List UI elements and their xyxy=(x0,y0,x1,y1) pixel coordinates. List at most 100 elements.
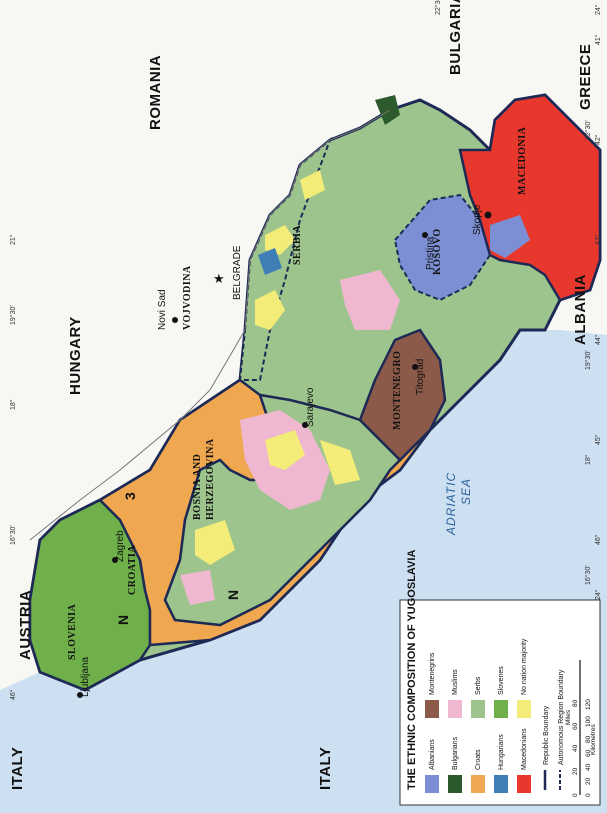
label-bosnia-1: BOSNIA AND xyxy=(192,454,203,520)
label-sea: SEA xyxy=(459,478,473,505)
coord-bottom-1: 22°30' xyxy=(584,120,592,140)
scale-miles-2: 40 xyxy=(572,744,579,752)
legend-bulgarians: Bulgarians xyxy=(452,736,459,770)
legend-no-majority: No nation majority xyxy=(521,638,528,695)
scale-km-5: 100 xyxy=(585,716,592,727)
top-coordinates: 24° 22°30' 21° 19°30' 18° 16°30' xyxy=(9,0,602,545)
city-dot-ljubljana xyxy=(77,692,83,698)
romania-border xyxy=(244,109,391,331)
city-dot-sarajevo xyxy=(302,422,308,428)
legend-left-column: Albanians Bulgarians Croats Hungarians M… xyxy=(425,728,531,793)
hungarians-swatch xyxy=(494,775,508,793)
label-croatia: CROATIA xyxy=(127,545,138,595)
annotation-n-croatia: N xyxy=(115,615,131,625)
label-novi-sad: Novi Sad xyxy=(157,289,168,330)
coord-bottom-0: 24° xyxy=(594,589,602,600)
scale-miles-label: Miles xyxy=(565,709,572,725)
coord-bottom-2: 19°30' xyxy=(584,350,592,370)
label-romania: ROMANIA xyxy=(147,55,164,130)
label-slovenia: SLOVENIA xyxy=(67,603,78,660)
label-bulgaria: BULGARIA xyxy=(447,0,464,75)
label-italy-north: ITALY xyxy=(9,747,26,790)
label-albania: ALBANIA xyxy=(572,274,589,345)
coord-top-1: 22°30' xyxy=(434,0,442,15)
coord-top-2: 21° xyxy=(9,234,17,245)
label-vojvodina: VOJVODINA xyxy=(182,265,193,330)
scale-km-3: 60 xyxy=(585,749,592,757)
coord-right-0: 41° xyxy=(594,34,602,45)
serbia-muslim-patch xyxy=(340,270,400,330)
hungary-border xyxy=(29,329,246,541)
legend-right-column: Montenegrins Muslims Serbs Slovenes No n… xyxy=(425,638,531,718)
coord-top-4: 18° xyxy=(9,399,17,410)
legend-autonomous-boundary: Autonomous Region Boundary xyxy=(558,669,565,765)
serbs-swatch xyxy=(471,700,485,718)
label-kosovo: KOSOVO xyxy=(432,228,443,275)
scale-miles-0: 0 xyxy=(572,793,579,797)
city-dot-pristina xyxy=(422,232,428,238)
bosnia-yellow-3 xyxy=(320,440,360,485)
hungarian-patch xyxy=(258,248,282,275)
legend-macedonians: Macedonians xyxy=(521,728,528,770)
legend-serbs: Serbs xyxy=(475,676,482,695)
coord-right-2: 43° xyxy=(594,234,602,245)
label-belgrade: BELGRADE xyxy=(232,245,243,300)
label-sarajevo: Sarajevo xyxy=(305,387,316,427)
albanians-swatch xyxy=(425,775,439,793)
legend: THE ETHNIC COMPOSITION OF YUGOSLAVIA Alb… xyxy=(399,550,601,806)
label-montenegro: MONTENEGRO xyxy=(392,351,403,430)
label-serbia: SERBIA xyxy=(292,224,303,265)
bosnia-yellow-1 xyxy=(265,430,305,470)
legend-montenegrins: Montenegrins xyxy=(429,652,436,695)
label-skopje: Skopje xyxy=(472,204,483,235)
legend-albanians: Albanians xyxy=(429,739,436,770)
belgrade-star-icon: ★ xyxy=(213,271,225,286)
bulgarians-swatch xyxy=(448,775,462,793)
slovenes-swatch xyxy=(494,700,508,718)
bosnia-yellow-2 xyxy=(195,520,235,565)
scale-km-label: Kilometres xyxy=(590,724,597,755)
bulgarian-patch xyxy=(375,95,400,125)
legend-republic-boundary: Republic Boundary xyxy=(543,705,550,765)
label-pristina: Pristina xyxy=(425,236,436,270)
scale-miles-1: 20 xyxy=(572,767,579,775)
coord-right-5: 46° xyxy=(594,534,602,545)
coord-right-1: 42° xyxy=(594,134,602,145)
scale-km-1: 20 xyxy=(585,777,592,785)
label-zagreb: Zagreb xyxy=(115,530,126,562)
right-coordinates: 41° 42° 43° 44° 45° 46° xyxy=(594,34,602,545)
label-austria: AUSTRIA xyxy=(17,590,34,660)
legend-slovenes: Slovenes xyxy=(498,666,505,695)
scale-km-2: 40 xyxy=(585,763,592,771)
coord-top-5: 16°30' xyxy=(9,525,17,545)
scale-km-6: 120 xyxy=(585,699,592,710)
coord-top-3: 19°30' xyxy=(9,305,17,325)
scale-km-4: 80 xyxy=(585,735,592,743)
label-ljubljana: Ljubljana xyxy=(80,657,91,697)
legend-croats: Croats xyxy=(475,749,482,770)
label-hungary: HUNGARY xyxy=(67,316,84,395)
coord-bottom-3: 18° xyxy=(584,454,592,465)
montenegrins-swatch xyxy=(425,700,439,718)
label-bosnia-2: HERZEGOVINA xyxy=(205,438,216,520)
city-dot-skopje xyxy=(484,211,492,219)
kosovo-region xyxy=(393,193,492,302)
vojvodina-yellow-3 xyxy=(300,170,325,200)
label-adriatic: ADRIATIC xyxy=(444,472,458,536)
label-titograd: Titograd xyxy=(415,359,426,395)
macedonia-albanian-patch xyxy=(490,215,530,258)
coord-bottom-4: 16°30' xyxy=(584,565,592,585)
western-sea xyxy=(0,700,60,813)
vojvodina-yellow-1 xyxy=(255,290,285,330)
muslims-swatch xyxy=(448,700,462,718)
vojvodina-yellow-2 xyxy=(265,225,295,255)
annotation-n-bosnia: N xyxy=(225,590,241,600)
city-dot-zagreb xyxy=(112,557,118,563)
scale-bar: Miles Kilometres 0 20 40 60 80 0 20 40 6… xyxy=(565,660,597,797)
bottom-coordinates: 24° 22°30' 19°30' 18° 16°30' xyxy=(584,120,602,600)
macedonians-swatch xyxy=(517,775,531,793)
coord-top-0: 24° xyxy=(594,4,602,15)
label-greece: GREECE xyxy=(577,44,594,110)
coord-right-4: 45° xyxy=(594,434,602,445)
